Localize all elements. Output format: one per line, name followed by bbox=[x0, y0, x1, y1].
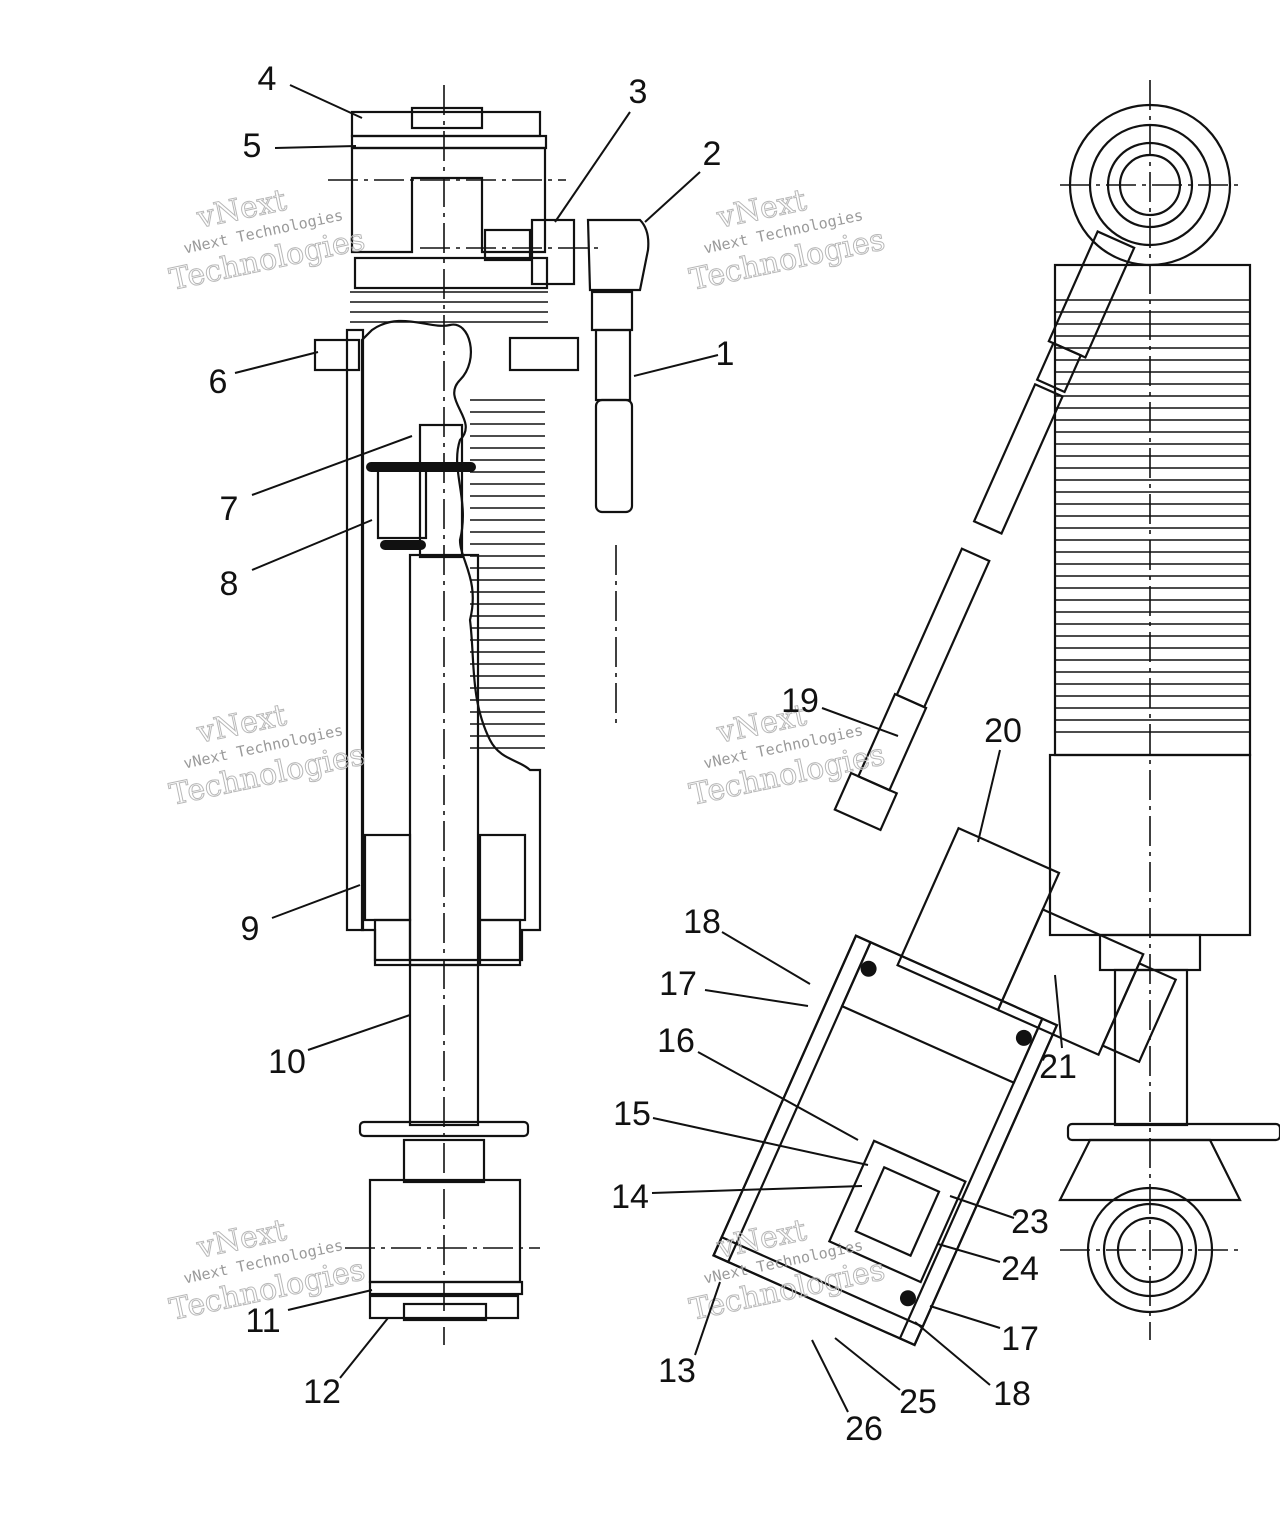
callout-label: 9 bbox=[241, 910, 260, 948]
callout-leader bbox=[704, 989, 809, 1007]
callout-label: 20 bbox=[984, 712, 1022, 750]
callout-label: 10 bbox=[268, 1043, 306, 1081]
callout-leader bbox=[307, 1014, 411, 1051]
callout-label: 8 bbox=[220, 565, 239, 603]
callout-leader bbox=[929, 1305, 1001, 1329]
callout-leader bbox=[339, 1317, 389, 1379]
callout-label: 3 bbox=[629, 73, 648, 111]
callout-label: 11 bbox=[245, 1302, 280, 1340]
callout-layer: 1234567891011121314151617181920212324171… bbox=[209, 60, 1077, 1448]
callout-label: 14 bbox=[611, 1178, 649, 1216]
callout-leader bbox=[721, 931, 811, 985]
right-spring-coils bbox=[1055, 299, 1250, 733]
callout-label: 12 bbox=[303, 1373, 341, 1411]
callout-label: 5 bbox=[243, 127, 262, 165]
callout-leader bbox=[652, 1117, 869, 1166]
reservoir-cutaway bbox=[712, 826, 1178, 1347]
callout-leader bbox=[949, 1195, 1015, 1219]
callout-label: 17 bbox=[659, 965, 697, 1003]
left-shock-assembly bbox=[313, 85, 650, 1345]
callout-label: 16 bbox=[657, 1022, 695, 1060]
callout-leader bbox=[554, 111, 631, 223]
callout-leader bbox=[834, 1337, 901, 1391]
callout-label: 19 bbox=[781, 682, 819, 720]
callout-leader bbox=[937, 1243, 1001, 1263]
callout-label: 18 bbox=[993, 1375, 1031, 1413]
callout-label: 23 bbox=[1011, 1203, 1049, 1241]
right-shock-assembly bbox=[833, 80, 1280, 1340]
callout-leader bbox=[271, 884, 361, 919]
callout-leader bbox=[234, 351, 319, 374]
thread-lines bbox=[350, 291, 548, 323]
callout-label: 24 bbox=[1001, 1250, 1039, 1288]
callout-leader bbox=[694, 1281, 721, 1356]
callout-leader bbox=[644, 171, 701, 223]
spring-coils bbox=[470, 399, 545, 749]
callout-label: 18 bbox=[683, 903, 721, 941]
callout-leader bbox=[251, 435, 413, 496]
callout-label: 13 bbox=[658, 1352, 696, 1390]
callout-leader bbox=[697, 1051, 859, 1141]
callout-leader bbox=[651, 1185, 863, 1194]
callout-leader bbox=[977, 749, 1001, 843]
callout-label: 15 bbox=[613, 1095, 651, 1133]
callout-leader bbox=[289, 84, 363, 119]
callout-label: 6 bbox=[209, 363, 228, 401]
callout-label: 2 bbox=[703, 135, 722, 173]
callout-label: 7 bbox=[220, 490, 239, 528]
callout-leader bbox=[251, 519, 373, 571]
callout-label: 25 bbox=[899, 1383, 937, 1421]
callout-leader bbox=[914, 1321, 991, 1386]
callout-label: 1 bbox=[716, 335, 735, 373]
callout-label: 21 bbox=[1039, 1048, 1077, 1086]
callout-leader bbox=[287, 1289, 373, 1311]
callout-label: 17 bbox=[1001, 1320, 1039, 1358]
callout-label: 4 bbox=[258, 60, 277, 98]
callout-leader bbox=[821, 707, 899, 737]
callout-label: 26 bbox=[845, 1410, 883, 1448]
callout-leader bbox=[274, 145, 357, 149]
callout-leader bbox=[811, 1339, 849, 1413]
callout-leader bbox=[1054, 974, 1063, 1049]
callout-leader bbox=[633, 354, 719, 377]
